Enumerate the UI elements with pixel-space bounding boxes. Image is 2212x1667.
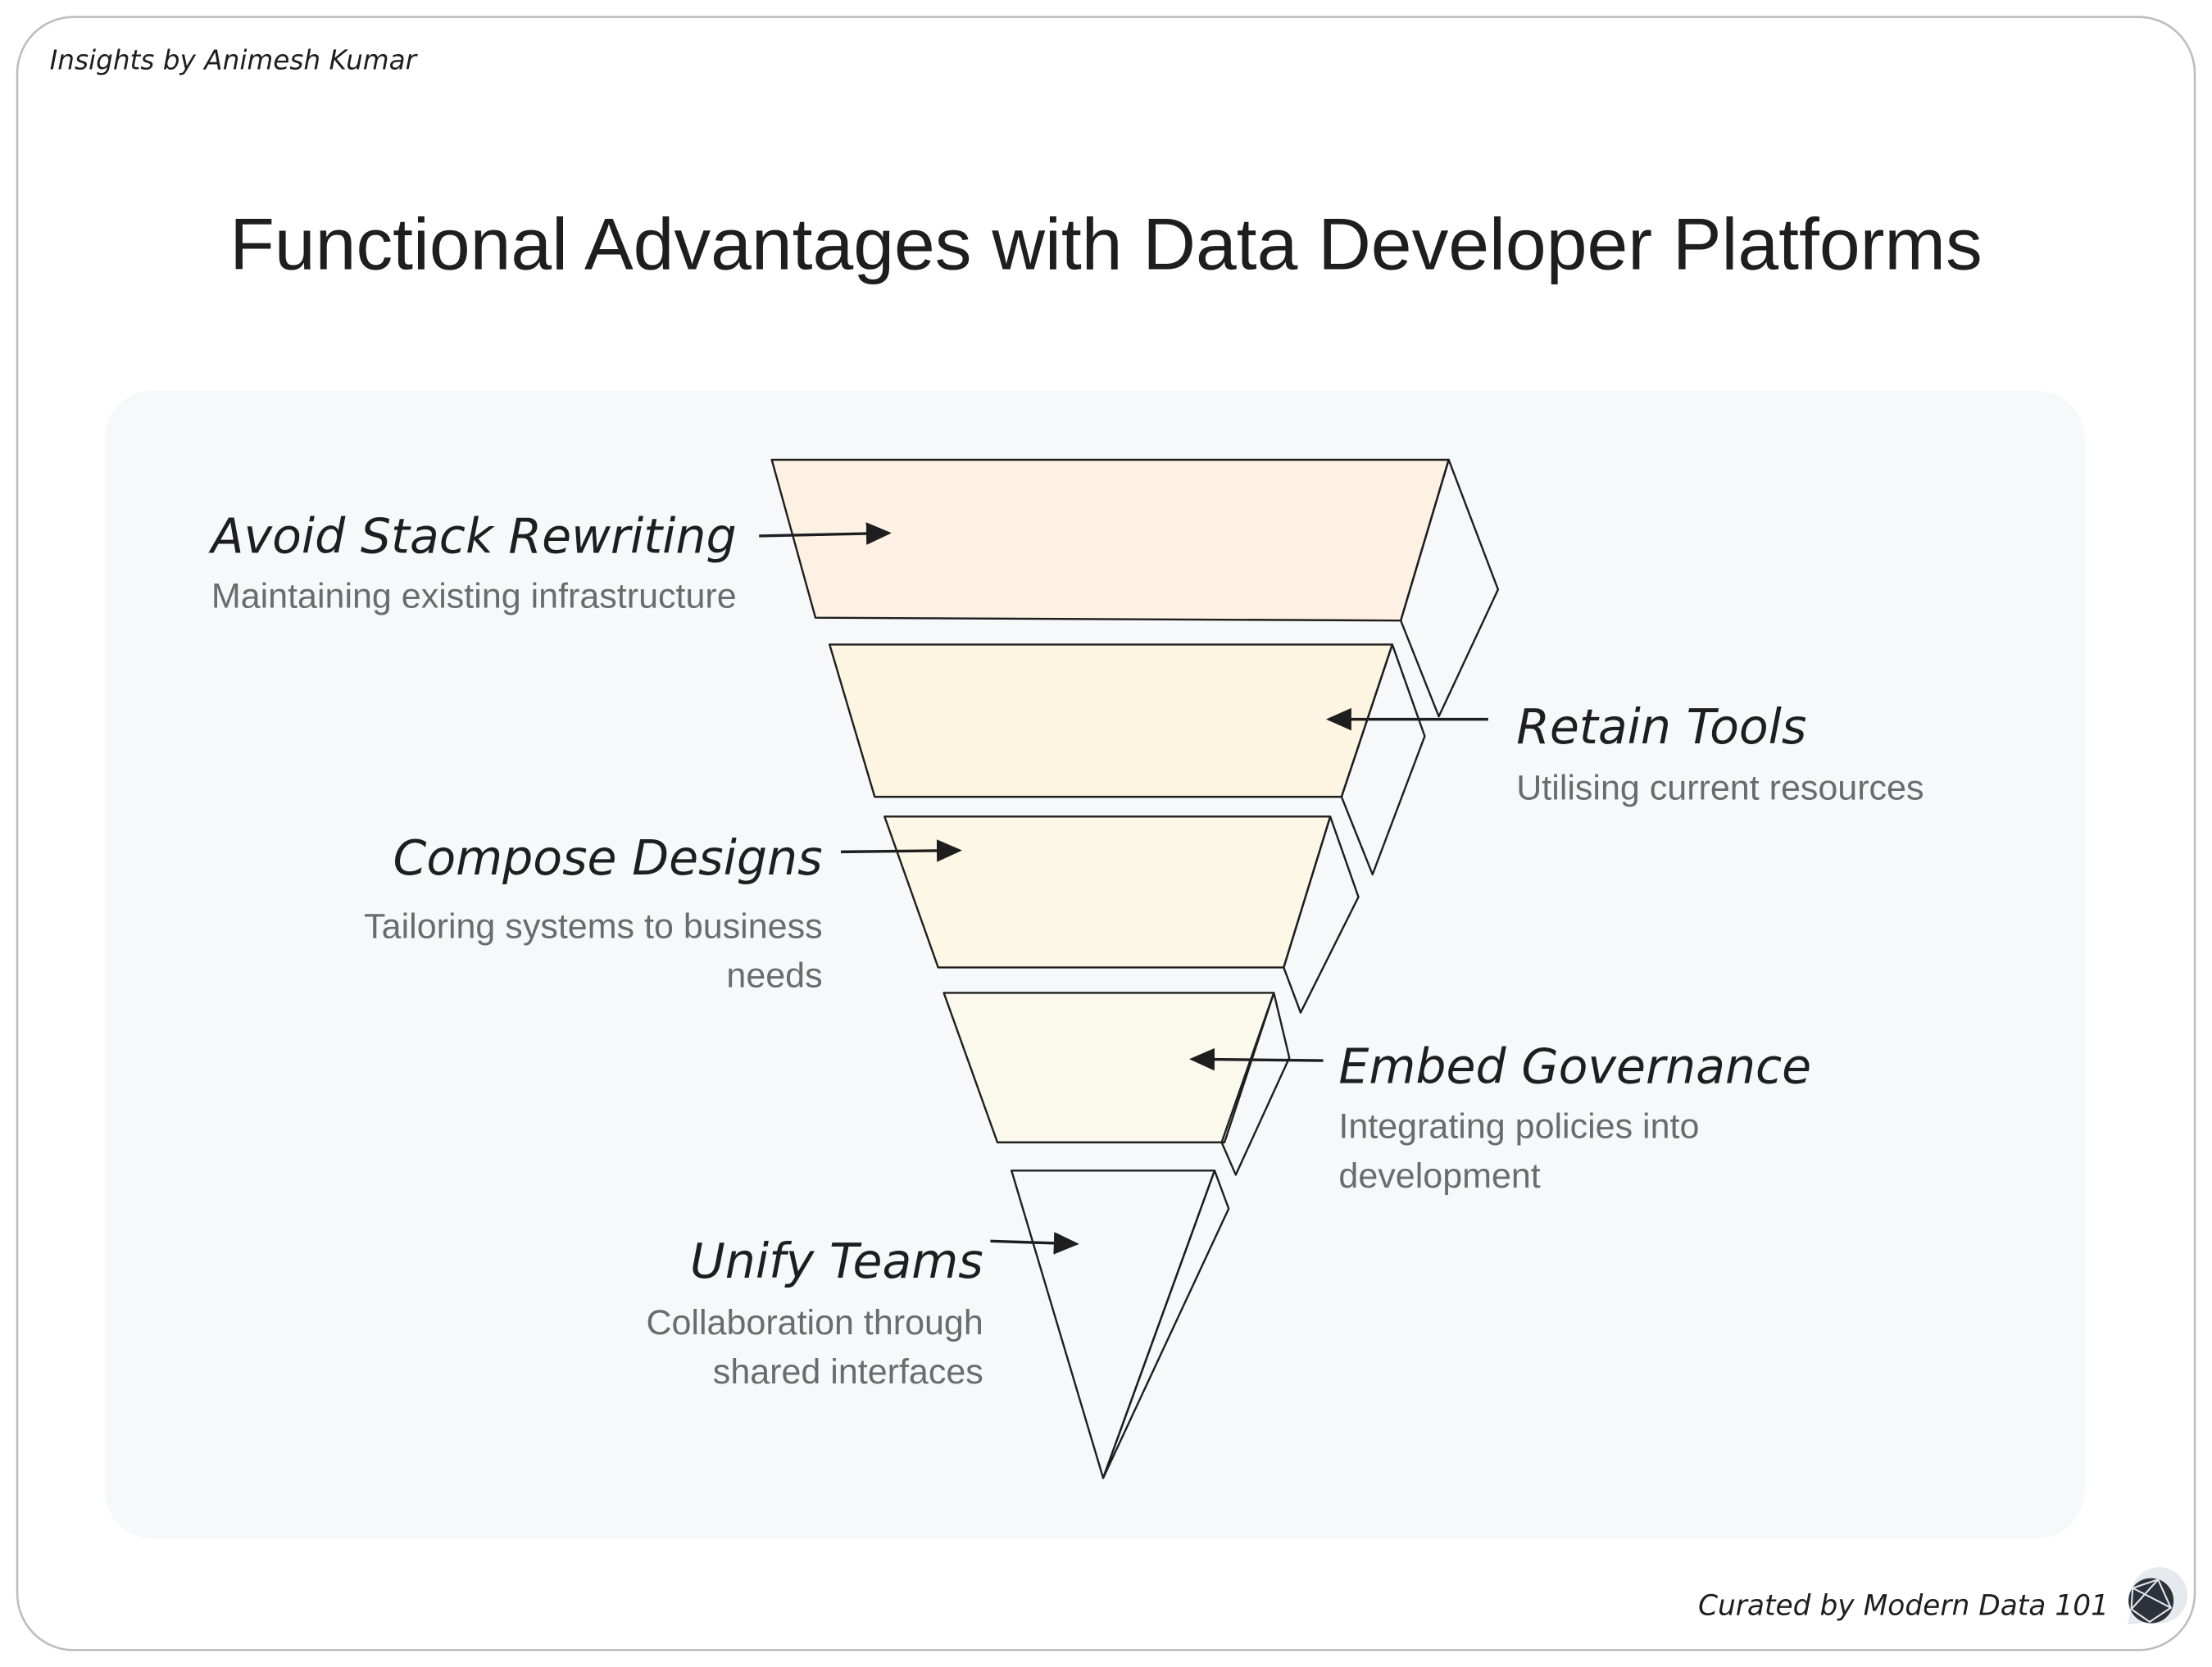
label-title: Compose Designs — [393, 830, 823, 886]
globe-chat-icon — [2127, 1567, 2188, 1625]
arrow-unify-teams — [990, 1232, 1079, 1255]
arrow-avoid-stack — [759, 522, 892, 545]
funnel-layer-5 — [1011, 1170, 1230, 1479]
arrow-embed-governance — [1189, 1047, 1324, 1071]
curator-credit: Curated by Modern Data 101 — [1698, 1589, 2109, 1622]
label-description: Collaboration through — [646, 1303, 983, 1342]
funnel-layer-2 — [829, 643, 1426, 876]
label-description: Tailoring systems to business — [364, 906, 822, 946]
label-description: Utilising current resources — [1516, 769, 1924, 808]
funnel-layer-3 — [883, 815, 1360, 1014]
funnel-layer-1 — [770, 458, 1500, 718]
label-description: Maintaining existing infrastructure — [211, 577, 737, 616]
label-title: Retain Tools — [1516, 699, 1806, 755]
label-description: needs — [726, 956, 822, 996]
label-description: Integrating policies into — [1338, 1107, 1699, 1147]
page-title: Functional Advantages with Data Develope… — [229, 203, 1982, 285]
label-title: Unify Teams — [690, 1233, 983, 1289]
author-credit: Insights by Animesh Kumar — [50, 44, 419, 75]
label-avoid-stack-rewriting: Avoid Stack Rewriting Maintaining existi… — [207, 509, 736, 616]
label-compose-designs: Compose Designs Tailoring systems to bus… — [364, 830, 822, 996]
label-title: Embed Governance — [1338, 1039, 1811, 1095]
label-embed-governance: Embed Governance Integrating policies in… — [1338, 1039, 1811, 1196]
label-description: development — [1338, 1156, 1540, 1196]
funnel-layer-4 — [942, 992, 1291, 1176]
label-title: Avoid Stack Rewriting — [207, 509, 736, 565]
label-unify-teams: Unify Teams Collaboration through shared… — [646, 1233, 983, 1392]
arrow-compose-designs — [840, 839, 962, 862]
label-description: shared interfaces — [713, 1352, 983, 1392]
label-retain-tools: Retain Tools Utilising current resources — [1516, 699, 1924, 808]
